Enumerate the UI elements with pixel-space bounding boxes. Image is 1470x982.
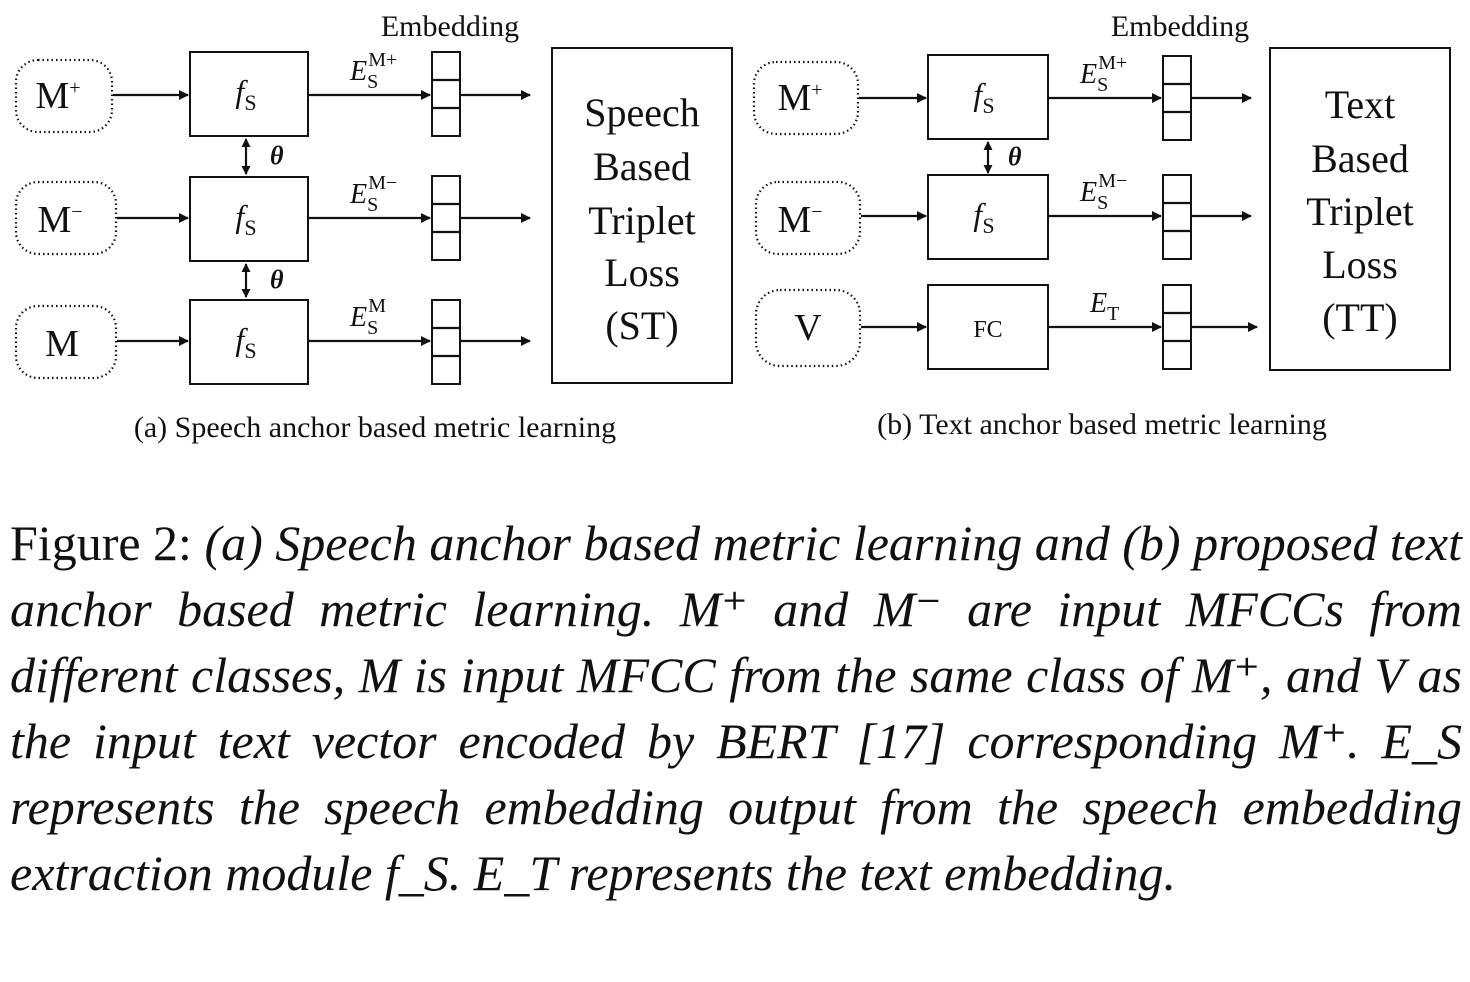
svg-text:M−: M−: [37, 199, 82, 241]
loss-line: Text: [1325, 82, 1396, 127]
loss-box-st: [551, 47, 733, 384]
input-node: [754, 288, 862, 368]
svg-text:ESM−: ESM−: [349, 172, 397, 216]
loss-line: (ST): [605, 303, 678, 348]
embedding-header: Embedding: [381, 10, 519, 43]
embedding-sup: M+: [1098, 52, 1127, 74]
theta-label: θ: [270, 141, 284, 170]
input-node: [14, 180, 118, 256]
row-text-anchor: V FC ET: [754, 284, 1258, 370]
row-negative: M− fS ESM−: [754, 170, 1252, 260]
row-positive: M+ fS ESM+: [14, 49, 531, 137]
panel-b: Embedding M+ fS ESM+ θ M− fS ESM−: [752, 10, 1451, 441]
svg-text:ESM: ESM: [349, 295, 386, 339]
input-sup: +: [69, 77, 80, 99]
input-sup: −: [71, 201, 82, 223]
svg-text:ESM+: ESM+: [349, 49, 397, 93]
loss-line: Loss: [604, 250, 680, 295]
embedding-vector: [1162, 284, 1192, 370]
input-node: [754, 180, 862, 256]
encoder-sub: S: [244, 215, 256, 240]
theta-label: θ: [270, 265, 284, 294]
input-label: V: [794, 307, 822, 349]
fc-label: FC: [973, 317, 1002, 343]
embedding-label: E: [349, 302, 367, 333]
theta-label: θ: [1008, 142, 1022, 171]
input-sup: −: [811, 201, 822, 223]
embedding-sup: M−: [1098, 170, 1127, 192]
encoder-sub: S: [982, 93, 994, 118]
input-node: [14, 58, 114, 134]
embedding-vector: [1162, 55, 1192, 141]
input-label: M: [45, 323, 79, 365]
svg-text:fS: fS: [973, 76, 994, 118]
loss-line: Based: [593, 144, 691, 189]
svg-text:ET: ET: [1089, 288, 1119, 325]
embedding-label: E: [1089, 288, 1107, 319]
embedding-sub: S: [367, 317, 378, 339]
svg-text:ESM−: ESM−: [1079, 170, 1127, 214]
encoder-sub: S: [244, 338, 256, 363]
embedding-sub: S: [1097, 74, 1108, 96]
fc-box: [927, 284, 1049, 370]
embedding-sub: T: [1107, 303, 1119, 325]
encoder-sub: S: [982, 213, 994, 238]
embedding-vector: [431, 299, 461, 385]
encoder-box: [189, 176, 309, 262]
embedding-label: E: [1079, 177, 1097, 208]
loss-line: Triplet: [1306, 189, 1413, 234]
svg-text:M+: M+: [35, 75, 80, 117]
row-positive: M+ fS ESM+: [752, 52, 1252, 141]
row-anchor: M fS ESM: [14, 295, 531, 385]
svg-text:M−: M−: [777, 199, 822, 241]
subfigure-caption-a: (a) Speech anchor based metric learning: [134, 411, 616, 444]
embedding-label: E: [349, 179, 367, 210]
panel-a: Embedding M+ fS ESM+ θ M− fS ESM−: [14, 10, 733, 444]
embedding-sup: M: [368, 295, 386, 317]
encoder-box: [189, 299, 309, 385]
embedding-sub: S: [1097, 192, 1108, 214]
embedding-sub: S: [367, 194, 378, 216]
embedding-sup: M+: [368, 49, 397, 71]
figure-diagram: Embedding M+ fS ESM+ θ M− fS ESM−: [14, 10, 1451, 444]
input-label: M: [37, 199, 71, 241]
embedding-label: E: [1079, 59, 1097, 90]
svg-text:ESM+: ESM+: [1079, 52, 1127, 96]
input-label: M: [777, 77, 811, 119]
svg-text:fS: fS: [973, 196, 994, 238]
embedding-label: E: [349, 56, 367, 87]
embedding-vector: [431, 175, 461, 261]
svg-text:M+: M+: [777, 77, 822, 119]
encoder-sub: S: [244, 90, 256, 115]
embedding-header: Embedding: [1111, 10, 1249, 43]
input-label: M: [35, 75, 69, 117]
input-sup: +: [811, 79, 822, 101]
row-negative: M− fS ESM−: [14, 172, 531, 262]
embedding-vector: [1162, 174, 1192, 260]
subfigure-caption-b: (b) Text anchor based metric learning: [877, 408, 1327, 441]
input-label: M: [777, 199, 811, 241]
loss-line: Loss: [1322, 242, 1398, 287]
loss-line: Based: [1311, 136, 1409, 181]
encoder-box: [927, 54, 1049, 140]
figure-caption-text: (a) Speech anchor based metric learning …: [10, 515, 1463, 901]
encoder-box: [189, 51, 309, 137]
embedding-vector: [431, 51, 461, 137]
loss-box-tt: [1269, 47, 1451, 371]
encoder-box: [927, 174, 1049, 260]
embedding-sup: M−: [368, 172, 397, 194]
loss-line: (TT): [1322, 295, 1398, 340]
embedding-sub: S: [367, 71, 378, 93]
input-node: [752, 60, 860, 136]
loss-line: Speech: [584, 90, 700, 135]
input-node: [14, 304, 118, 380]
figure-label: Figure 2:: [10, 515, 205, 571]
loss-line: Triplet: [588, 198, 695, 243]
figure-caption: Figure 2: (a) Speech anchor based metric…: [10, 510, 1462, 906]
